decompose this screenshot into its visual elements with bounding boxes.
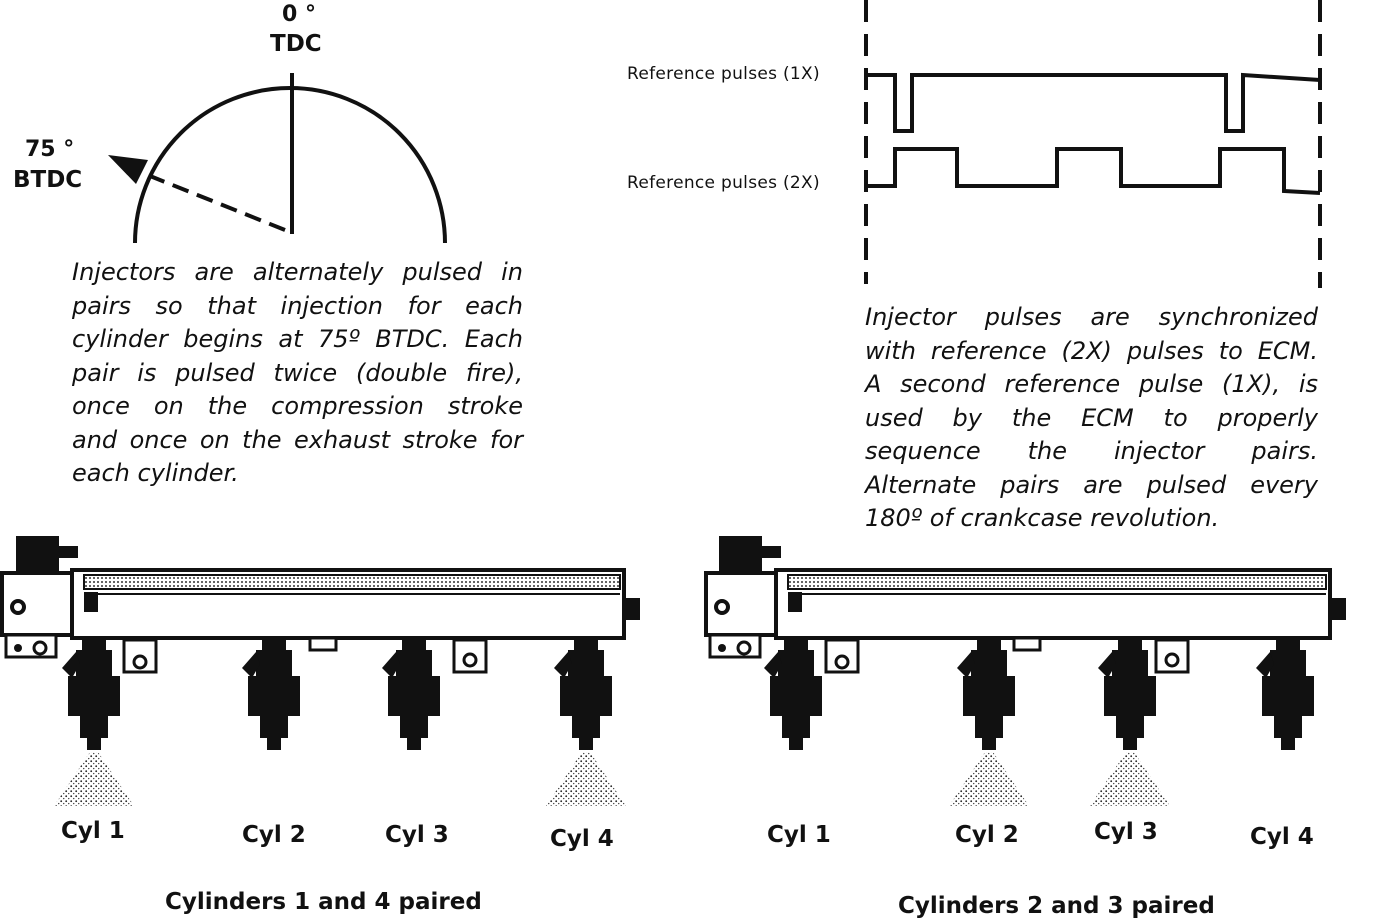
left-description-line: cylinder begins at 75º BTDC. Each <box>72 325 523 353</box>
crank-angle-diagram <box>108 73 447 244</box>
fuel-injector-left-2 <box>242 638 300 750</box>
btdc-label: BTDC <box>13 167 83 193</box>
signal-1x-label: Reference pulses (1X) <box>627 64 820 84</box>
right-description-line: with reference (2X) pulses to ECM. <box>865 336 1318 365</box>
left-description-line: pair is pulsed twice (double fire), <box>72 358 523 387</box>
reference-pulse-waveforms <box>864 0 1322 288</box>
fuel-spray-right-3 <box>1090 752 1170 806</box>
right-description-line: used by the ECM to properly <box>865 403 1318 432</box>
right-description-line: A second reference pulse (1X), is <box>865 370 1318 398</box>
fuel-spray-right-2 <box>949 752 1029 806</box>
right-description-line: Injector pulses are synchronized <box>865 303 1318 331</box>
right-description-line: 180º of crankcase revolution. <box>865 504 1220 532</box>
waveform-2x <box>866 147 1321 195</box>
left-description-line: each cylinder. <box>72 459 239 487</box>
left-description-line: pairs so that injection for each <box>72 291 523 320</box>
cylinder-label-left-2: Cyl 2 <box>242 822 306 848</box>
cylinder-label-left-4: Cyl 4 <box>550 826 614 852</box>
cylinder-label-right-4: Cyl 4 <box>1250 824 1314 850</box>
right-description: Injector pulses are synchronized with re… <box>865 301 1318 536</box>
fuel-injector-right-4 <box>1256 638 1314 750</box>
cylinder-label-left-3: Cyl 3 <box>385 822 449 848</box>
injectors-left <box>54 638 626 806</box>
cylinder-label-right-1: Cyl 1 <box>767 822 831 848</box>
tdc-degrees-label: 0 ° <box>282 2 316 27</box>
signal-2x-label: Reference pulses (2X) <box>627 173 820 193</box>
right-description-line: Alternate pairs are pulsed every <box>865 470 1318 499</box>
fuel-injector-left-1 <box>62 638 120 750</box>
btdc-dashed-line <box>139 170 286 232</box>
fuel-spray-left-1 <box>54 752 134 806</box>
fuel-rail-assembly-left <box>0 536 640 674</box>
left-description-line: once on the compression stroke <box>72 392 523 420</box>
cylinder-label-right-2: Cyl 2 <box>955 822 1019 848</box>
btdc-degrees-label: 75 ° <box>25 137 75 162</box>
rail-right-caption: Cylinders 2 and 3 paired <box>898 893 1215 919</box>
fuel-injector-left-4 <box>554 638 612 750</box>
cylinder-label-right-3: Cyl 3 <box>1094 819 1158 845</box>
fuel-injector-right-3 <box>1098 638 1156 750</box>
left-description-line: and once on the exhaust stroke for <box>72 425 523 454</box>
fuel-injector-left-3 <box>382 638 440 750</box>
waveform-1x <box>866 72 1321 133</box>
fuel-injector-right-1 <box>764 638 822 750</box>
injectors-right <box>764 638 1314 806</box>
left-description-line: Injectors are alternately pulsed in <box>72 258 523 286</box>
fuel-rail-assembly-right <box>704 536 1346 674</box>
tdc-label: TDC <box>270 31 322 57</box>
btdc-arrowhead-icon <box>108 155 148 184</box>
left-description: Injectors are alternately pulsed in pair… <box>72 256 523 491</box>
cylinder-label-left-1: Cyl 1 <box>61 818 125 844</box>
right-description-line: sequence the injector pairs. <box>865 437 1318 465</box>
rail-left-caption: Cylinders 1 and 4 paired <box>165 889 482 915</box>
fuel-injector-right-2 <box>957 638 1015 750</box>
fuel-spray-left-4 <box>546 752 626 806</box>
